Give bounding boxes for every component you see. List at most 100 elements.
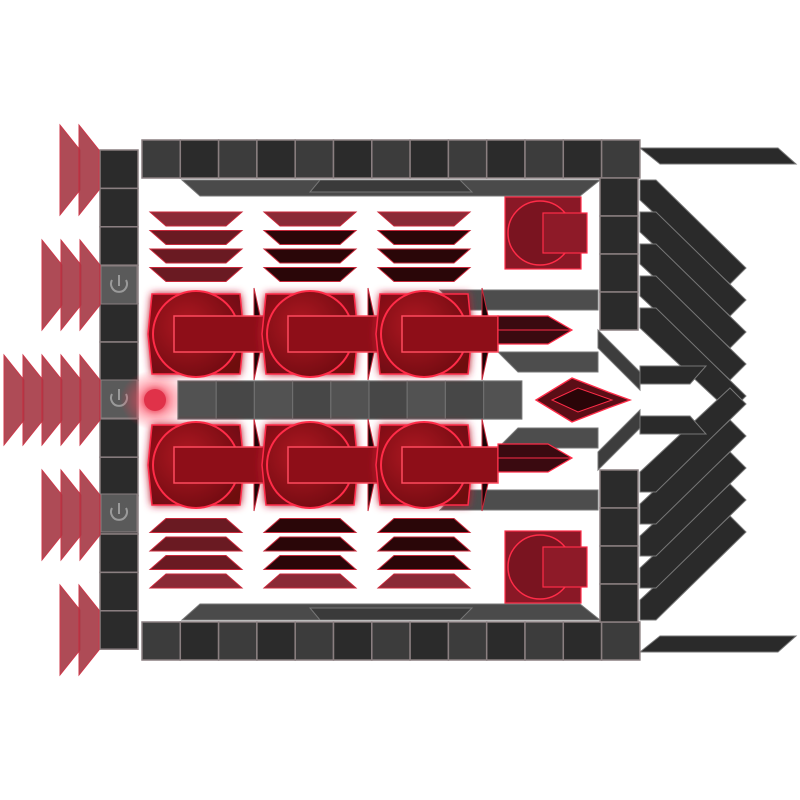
armor-fin-upper xyxy=(376,230,472,245)
rear-vane xyxy=(639,243,747,349)
hull-right-block xyxy=(599,469,639,509)
hull-bottom-block xyxy=(332,621,373,661)
hull-top-block xyxy=(332,139,373,179)
rear-vane xyxy=(639,211,747,317)
thruster-fin xyxy=(79,238,101,332)
armor-fin-lower xyxy=(262,518,358,533)
hull-top-strip xyxy=(141,139,641,179)
hull-bottom-block xyxy=(179,621,220,661)
hull-bottom-block xyxy=(256,621,296,661)
hull-right-block xyxy=(599,291,639,331)
armor-fin-lower xyxy=(148,536,244,552)
hull-bottom-block xyxy=(600,621,641,661)
spine-cell xyxy=(406,380,447,420)
armor-fin-upper xyxy=(262,211,358,227)
hull-left-block xyxy=(99,456,139,497)
thruster-fin xyxy=(79,468,101,562)
hull-bottom-block xyxy=(217,621,258,661)
armor-fin-upper xyxy=(262,248,358,264)
hull-right-block xyxy=(599,507,639,547)
armor-fin-lower xyxy=(148,518,244,533)
thruster-fin xyxy=(60,238,82,332)
reactor-upper[interactable] xyxy=(261,287,385,381)
rear-vane xyxy=(638,635,798,653)
reactor-lower[interactable] xyxy=(375,418,499,512)
spine-cell xyxy=(215,380,255,420)
turret-lower[interactable] xyxy=(504,530,588,604)
armor-fin-stacks xyxy=(148,211,472,589)
armor-fin-upper xyxy=(148,230,244,245)
rear-vane xyxy=(639,419,747,525)
armor-fin-lower xyxy=(376,518,472,533)
armor-fin-lower xyxy=(262,573,358,589)
spine-core xyxy=(144,389,166,411)
armor-fin-upper xyxy=(148,248,244,264)
rear-vane xyxy=(639,483,747,589)
thruster-fin xyxy=(79,353,101,447)
emitters xyxy=(497,315,633,473)
hull-right-block xyxy=(599,177,639,217)
spine-cell xyxy=(253,380,294,420)
spine-cell xyxy=(330,380,370,420)
hull-right-block xyxy=(599,545,639,585)
armor-fin-lower xyxy=(376,555,472,570)
armor-fin-lower xyxy=(262,536,358,552)
rear-vane-short xyxy=(639,415,708,435)
conduit-diag-down xyxy=(597,408,641,472)
rear-vane xyxy=(639,451,747,557)
turret-upper-barrel xyxy=(542,212,588,254)
thruster-fin xyxy=(59,583,81,677)
thruster-fin xyxy=(78,583,100,677)
hull-top-block xyxy=(256,139,296,179)
thruster-fin xyxy=(78,123,100,217)
hull-right-block xyxy=(599,583,639,623)
rear-vane xyxy=(639,275,747,381)
hull-right-block xyxy=(599,253,639,293)
hull-top-block xyxy=(409,139,450,179)
rear-vane-short xyxy=(639,365,708,385)
thruster-fin xyxy=(41,353,63,447)
hull-bottom-strip xyxy=(141,621,641,661)
hull-top-block xyxy=(600,139,641,179)
armor-fin-lower xyxy=(148,555,244,570)
conduit-lower-arm-2 xyxy=(496,427,599,449)
hull-top-block xyxy=(447,139,488,179)
hull-left-block xyxy=(99,149,139,190)
conduits xyxy=(180,179,641,621)
hull-bottom-block xyxy=(371,621,411,661)
rear-vanes xyxy=(638,147,798,653)
conduit-upper-arm-2 xyxy=(496,351,599,373)
reactor-lower[interactable] xyxy=(147,418,271,512)
hull-bottom-block xyxy=(141,621,182,661)
hull-right-block xyxy=(599,215,639,255)
armor-fin-lower xyxy=(262,555,358,570)
spine-cell xyxy=(368,380,408,420)
thruster-fin xyxy=(60,353,82,447)
hull-bottom-block xyxy=(447,621,488,661)
rear-vane xyxy=(638,147,798,165)
thruster-fin xyxy=(41,468,63,562)
thruster-fin xyxy=(3,353,25,447)
rear-vane xyxy=(639,515,747,621)
hull-right-column xyxy=(599,177,639,623)
reactor-bank xyxy=(147,287,499,512)
hull-top-block xyxy=(217,139,258,179)
hull-top-block xyxy=(485,139,526,179)
conduit-diag-up xyxy=(597,328,641,392)
hull-left-block xyxy=(99,571,139,612)
armor-fin-upper xyxy=(262,267,358,282)
power-icon xyxy=(110,503,128,521)
reactor-lower[interactable] xyxy=(261,418,385,512)
reactor-upper[interactable] xyxy=(375,287,499,381)
reactor-upper[interactable] xyxy=(147,287,271,381)
spine xyxy=(120,370,523,430)
turret-upper[interactable] xyxy=(504,196,588,270)
rear-vane xyxy=(639,179,747,285)
emitter-center-core xyxy=(550,387,614,413)
armor-fin-lower xyxy=(376,536,472,552)
armor-fin-upper xyxy=(148,211,244,227)
hull-top-block xyxy=(141,139,182,179)
thruster-fin xyxy=(22,353,44,447)
conduit-bottom-inner xyxy=(308,607,474,621)
